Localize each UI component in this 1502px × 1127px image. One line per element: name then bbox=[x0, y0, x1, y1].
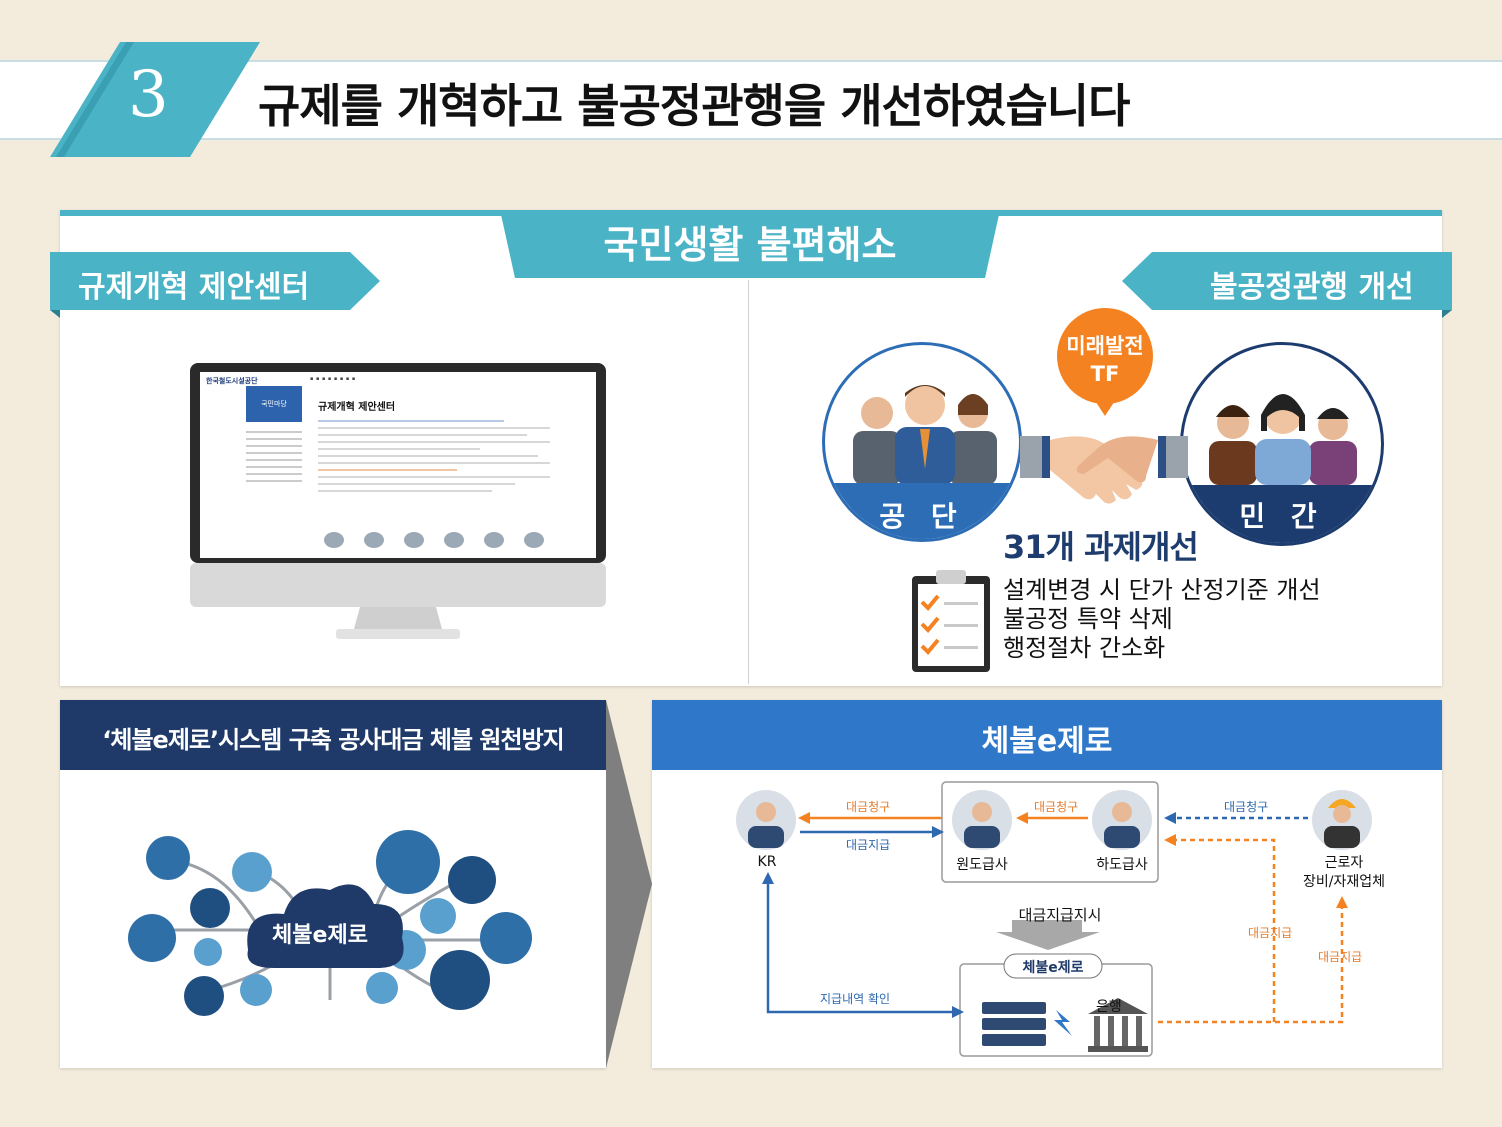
system-badge: 체불e제로 bbox=[1022, 960, 1084, 976]
task-list: 설계변경 시 단가 산정기준 개선 불공정 특약 삭제 행정절차 간소화 bbox=[1003, 576, 1321, 663]
node-subcontractor: 하도급사 bbox=[1096, 857, 1148, 873]
label-pay-prime: 대금지급 bbox=[846, 838, 891, 852]
task-item: 설계변경 시 단가 산정기준 개선 bbox=[1003, 576, 1321, 604]
label-claim-kr: 대금청구 bbox=[846, 800, 891, 814]
tasks-title: 31개 과제개선 bbox=[1003, 528, 1199, 566]
payment-flow-diagram bbox=[736, 781, 1372, 1057]
tf-bubble-text: 미래발전 TF bbox=[1066, 334, 1144, 386]
label-verify-payment: 지급내역 확인 bbox=[820, 992, 891, 1006]
bottom-right-header bbox=[652, 700, 1442, 770]
handshake-icon bbox=[1020, 436, 1188, 504]
private-sector-label: 민 간 bbox=[1239, 500, 1325, 533]
cloud-label: 체불e제로 bbox=[272, 923, 368, 948]
right-ribbon-text: 불공정관행 개선 bbox=[1210, 270, 1414, 305]
website-screenshot: 한국철도시설공단 ▪ ▪ ▪ ▪ ▪ ▪ ▪ ▪ 국민마당 규제개혁 제안센터 bbox=[200, 372, 596, 558]
public-corp-people-icon bbox=[853, 385, 997, 485]
website-page-title: 규제개혁 제안센터 bbox=[318, 402, 396, 413]
private-sector-people-icon bbox=[1209, 394, 1357, 485]
chevron-right-icon bbox=[606, 700, 652, 1068]
tf-bubble bbox=[1057, 308, 1153, 416]
left-ribbon bbox=[50, 252, 380, 318]
website-nav: ▪ ▪ ▪ ▪ ▪ ▪ ▪ ▪ bbox=[310, 376, 356, 382]
label-payment-instruction: 대금지급지시 bbox=[1018, 906, 1102, 924]
private-sector-circle: 민 간 bbox=[1180, 342, 1384, 546]
website-side-header: 국민마당 bbox=[246, 386, 302, 422]
center-banner bbox=[500, 210, 1000, 278]
public-corp-label: 공 단 bbox=[879, 500, 965, 533]
network-illustration bbox=[128, 830, 532, 1016]
monitor-stand bbox=[336, 607, 460, 639]
right-ribbon bbox=[1122, 252, 1452, 318]
header-band bbox=[0, 60, 1502, 140]
bottom-left-title: ‘체불e제로’시스템 구축 공사대금 체불 원천방지 bbox=[102, 726, 564, 754]
panel-divider bbox=[748, 280, 749, 684]
label-claim-prime: 대금청구 bbox=[1034, 800, 1079, 814]
public-corp-circle: 공 단 bbox=[822, 342, 1022, 542]
website-logo: 한국철도시설공단 bbox=[206, 377, 258, 385]
label-pay-sub: 대금지급 bbox=[1248, 926, 1293, 940]
section-number-badge bbox=[50, 42, 260, 157]
bottom-left-header bbox=[60, 700, 606, 770]
bottom-right-title: 체불e제로 bbox=[981, 724, 1113, 759]
task-item: 불공정 특약 삭제 bbox=[1003, 605, 1173, 633]
node-worker: 근로자 장비/자재업체 bbox=[1303, 855, 1385, 890]
bank-label: 은행 bbox=[1096, 999, 1122, 1015]
node-prime-contractor: 원도급사 bbox=[956, 857, 1008, 873]
task-item: 행정절차 간소화 bbox=[1003, 634, 1166, 662]
left-ribbon-text: 규제개혁 제안센터 bbox=[78, 270, 310, 305]
label-pay-worker: 대금지급 bbox=[1318, 950, 1363, 964]
label-claim-sub: 대금청구 bbox=[1224, 800, 1269, 814]
node-kr: KR bbox=[757, 854, 777, 870]
checklist-icon bbox=[912, 570, 990, 672]
center-banner-text: 국민생활 불편해소 bbox=[603, 223, 897, 267]
website-icon-row bbox=[324, 532, 544, 548]
website-side-menu bbox=[246, 426, 302, 487]
website-content bbox=[318, 420, 550, 497]
page-title: 규제를 개혁하고 불공정관행을 개선하였습니다 bbox=[258, 79, 1130, 133]
section-number: 3 bbox=[128, 58, 169, 132]
